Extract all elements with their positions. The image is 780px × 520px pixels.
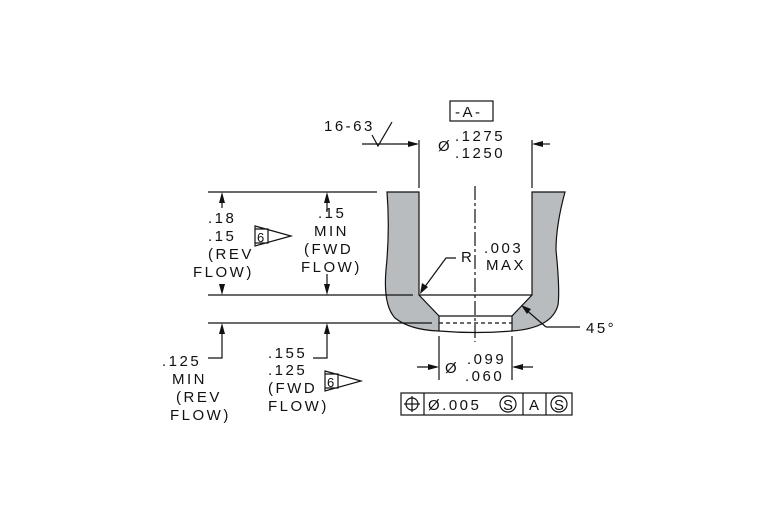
- fcf-tolerance: Ø.005: [428, 397, 481, 414]
- radius-leader: [420, 257, 456, 293]
- rev-land-qualifier: MIN: [172, 371, 207, 388]
- fcf-datum: A: [529, 397, 542, 414]
- fwd-depth-value: .15: [318, 205, 346, 222]
- arrow-icon: [521, 305, 531, 314]
- bore-dia-lower: .1250: [455, 145, 505, 162]
- rev-land-value: .125: [162, 353, 201, 370]
- arrow-icon: [324, 284, 330, 295]
- arrow-icon: [324, 192, 330, 203]
- orifice-dia-symbol: Ø: [445, 360, 459, 377]
- flag-note-icon: [324, 370, 364, 392]
- surface-finish-label: 16-63: [324, 118, 375, 135]
- orifice-dia-upper: .099: [467, 351, 506, 368]
- fwd-land-lower: .125: [268, 362, 307, 379]
- arrow-icon: [324, 323, 330, 334]
- rfs-modifier-icon: [550, 395, 568, 413]
- dimension-line: [313, 327, 328, 359]
- arrow-icon: [428, 364, 439, 370]
- fcf-modifier: S: [503, 397, 513, 414]
- flag-note-icon: [254, 225, 294, 247]
- arrow-icon: [408, 141, 419, 147]
- fcf-datum-modifier: S: [554, 397, 564, 414]
- fwd-depth-note1: (FWD: [304, 241, 353, 258]
- orifice-dia-lower: .060: [465, 368, 504, 385]
- rev-land-note1: (REV: [176, 389, 222, 406]
- rev-depth-note2: FLOW): [193, 264, 254, 281]
- radius-qualifier: MAX: [486, 257, 526, 274]
- fwd-land-note1: (FWD: [268, 380, 317, 397]
- chamfer-angle: 45°: [586, 320, 616, 337]
- datum-label: -A-: [455, 104, 483, 121]
- arrow-icon: [219, 284, 225, 295]
- dimension-line: [208, 327, 223, 359]
- fwd-depth-qualifier: MIN: [314, 223, 349, 240]
- part-section-right: [511, 191, 566, 332]
- fwd-land-upper: .155: [268, 345, 307, 362]
- bore-dia-upper: .1275: [455, 128, 505, 145]
- part-section-left: [384, 191, 440, 332]
- rfs-modifier-icon: [499, 395, 517, 413]
- arrow-icon: [219, 323, 225, 334]
- datum-box: [449, 100, 494, 122]
- fwd-land-flag: 6: [327, 375, 337, 390]
- text-mask: [300, 212, 360, 274]
- fwd-depth-note2: FLOW): [301, 259, 362, 276]
- rev-depth-lower: .15: [208, 228, 236, 245]
- rev-depth-note1: (REV: [208, 246, 254, 263]
- rev-land-note2: FLOW): [170, 407, 231, 424]
- text-mask: [206, 208, 252, 284]
- radius-value: .003: [484, 240, 523, 257]
- arrow-icon: [219, 192, 225, 203]
- rev-depth-flag: 6: [257, 230, 267, 245]
- position-icon: [404, 396, 420, 412]
- arrow-icon: [420, 283, 428, 294]
- arrow-icon: [512, 364, 523, 370]
- feature-control-frame: Ø.005 S A S: [400, 392, 573, 416]
- surface-finish-symbol: [371, 121, 393, 148]
- fwd-land-note2: FLOW): [268, 398, 329, 415]
- arrow-icon: [532, 141, 543, 147]
- rev-depth-upper: .18: [208, 210, 236, 227]
- radius-prefix: R: [461, 249, 474, 266]
- bore-dia-symbol: Ø: [438, 138, 452, 155]
